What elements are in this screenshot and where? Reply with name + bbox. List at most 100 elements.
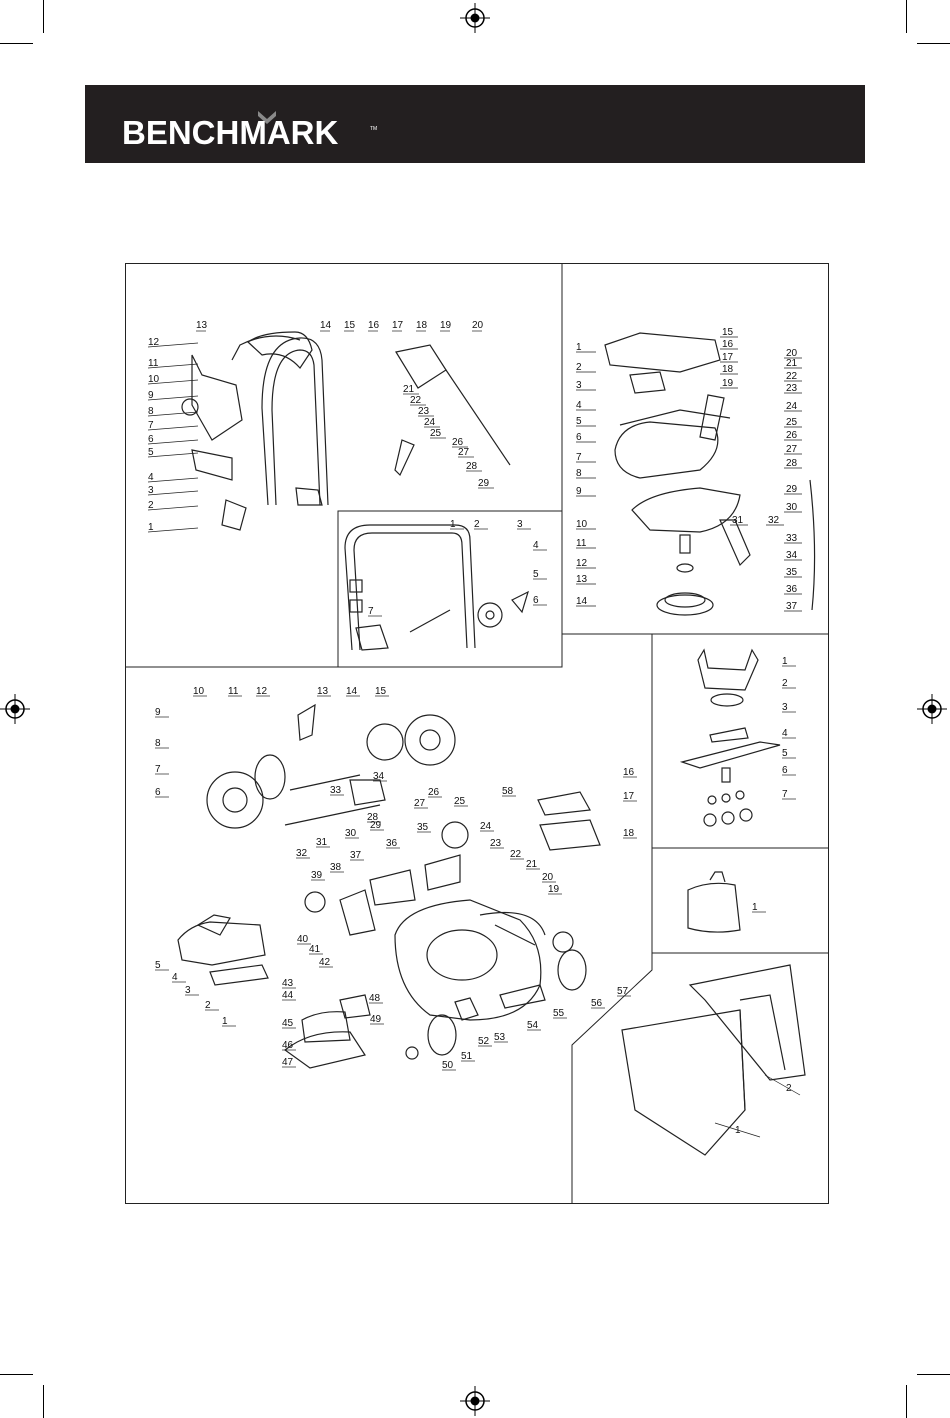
handle-exploded-callout: 23 bbox=[418, 406, 430, 417]
motor-housing-callout: 4 bbox=[576, 400, 582, 411]
handle-exploded-callout: 11 bbox=[148, 358, 159, 369]
motor-housing-callout: 37 bbox=[786, 601, 798, 612]
motor-housing-callout: 29 bbox=[786, 484, 798, 495]
deck-exploded-callout: 58 bbox=[502, 786, 514, 797]
deck-exploded-callout: 1 bbox=[222, 1016, 228, 1027]
blade-assembly-callout: 4 bbox=[782, 728, 788, 739]
deck-exploded-callout: 23 bbox=[490, 838, 502, 849]
handle-exploded-leader-line bbox=[147, 363, 199, 369]
deck-exploded-callout: 13 bbox=[317, 686, 329, 697]
deck-exploded-callout: 54 bbox=[527, 1020, 539, 1031]
handle-exploded-leader-line bbox=[147, 490, 199, 496]
handle-exploded-leader-line bbox=[147, 477, 199, 483]
deck-exploded-callout: 18 bbox=[623, 828, 635, 839]
deck-exploded-callout: 2 bbox=[205, 1000, 211, 1011]
deck-exploded-callout: 52 bbox=[478, 1036, 490, 1047]
blade-assembly-callout: 6 bbox=[782, 765, 788, 776]
crop-mark-icon bbox=[906, 0, 907, 33]
crop-mark-icon bbox=[43, 0, 44, 33]
deck-exploded-callout: 41 bbox=[309, 944, 321, 955]
motor-housing-callout: 7 bbox=[576, 452, 582, 463]
grass-bag-leader-line bbox=[764, 1074, 801, 1096]
motor-housing-callout: 24 bbox=[786, 401, 798, 412]
blade-assembly-callout: 5 bbox=[782, 748, 788, 759]
handle-exploded-drawing bbox=[181, 331, 511, 531]
handle-folded-callout: 7 bbox=[368, 606, 374, 617]
deck-exploded-callout: 48 bbox=[369, 993, 381, 1004]
deck-exploded-callout: 16 bbox=[623, 767, 635, 778]
handle-exploded-callout: 20 bbox=[472, 320, 484, 331]
handle-exploded-callout: 25 bbox=[430, 428, 442, 439]
mulch-plug-drawing bbox=[687, 871, 741, 933]
handle-folded-callout: 4 bbox=[533, 540, 539, 551]
deck-exploded-callout: 36 bbox=[386, 838, 398, 849]
handle-exploded-callout: 3 bbox=[148, 485, 154, 496]
brand-name: BENCHMARK bbox=[122, 114, 338, 148]
deck-exploded-drawing bbox=[177, 703, 601, 1069]
motor-housing-callout: 17 bbox=[722, 352, 734, 363]
deck-exploded-callout: 32 bbox=[296, 848, 308, 859]
motor-housing-callout: 27 bbox=[786, 444, 798, 455]
header-banner bbox=[85, 85, 865, 163]
brand-tm: TM bbox=[370, 126, 377, 132]
deck-exploded-callout: 42 bbox=[319, 957, 331, 968]
motor-housing-callout: 34 bbox=[786, 550, 798, 561]
handle-exploded-leader-line bbox=[147, 505, 199, 511]
deck-exploded-callout: 37 bbox=[350, 850, 362, 861]
deck-exploded-callout: 4 bbox=[172, 972, 178, 983]
motor-housing-callout: 6 bbox=[576, 432, 582, 443]
handle-exploded-callout: 14 bbox=[320, 320, 332, 331]
motor-housing-callout: 16 bbox=[722, 339, 734, 350]
handle-exploded-callout: 5 bbox=[148, 447, 154, 458]
handle-exploded-callout: 26 bbox=[452, 437, 464, 448]
registration-mark-icon bbox=[0, 694, 30, 724]
registration-mark-icon bbox=[917, 694, 947, 724]
deck-exploded-callout: 50 bbox=[442, 1060, 454, 1071]
deck-exploded-callout: 11 bbox=[228, 686, 239, 697]
motor-housing-callout: 9 bbox=[576, 486, 582, 497]
deck-exploded-callout: 51 bbox=[461, 1051, 473, 1062]
deck-exploded-callout: 46 bbox=[282, 1040, 294, 1051]
deck-exploded-callout: 45 bbox=[282, 1018, 294, 1029]
deck-exploded-callout: 29 bbox=[370, 820, 382, 831]
motor-housing-callout: 20 bbox=[786, 348, 798, 359]
deck-exploded-callout: 44 bbox=[282, 990, 294, 1001]
blade-assembly-callout: 3 bbox=[782, 702, 788, 713]
deck-exploded-callout: 3 bbox=[185, 985, 191, 996]
deck-exploded-callout: 19 bbox=[548, 884, 560, 895]
handle-exploded-callout: 4 bbox=[148, 472, 154, 483]
handle-exploded-leader-line bbox=[147, 439, 199, 445]
handle-folded-callout: 6 bbox=[533, 595, 539, 606]
handle-exploded-callout: 9 bbox=[148, 390, 154, 401]
deck-exploded-callout: 20 bbox=[542, 872, 554, 883]
crop-mark-icon bbox=[0, 1374, 33, 1375]
motor-housing-callout: 25 bbox=[786, 417, 798, 428]
motor-housing-callout: 19 bbox=[722, 378, 734, 389]
deck-exploded-callout: 57 bbox=[617, 986, 629, 997]
grass-bag-drawing bbox=[621, 964, 806, 1156]
motor-housing-callout: 23 bbox=[786, 383, 798, 394]
motor-housing-callout: 13 bbox=[576, 574, 588, 585]
handle-exploded-leader-line bbox=[147, 411, 199, 417]
deck-exploded-callout: 7 bbox=[155, 764, 161, 775]
handle-exploded-callout: 10 bbox=[148, 374, 160, 385]
motor-housing-callout: 3 bbox=[576, 380, 582, 391]
deck-exploded-callout: 22 bbox=[510, 849, 522, 860]
deck-exploded-callout: 10 bbox=[193, 686, 205, 697]
handle-exploded-callout: 7 bbox=[148, 420, 154, 431]
handle-exploded-callout: 15 bbox=[344, 320, 356, 331]
motor-housing-callout: 35 bbox=[786, 567, 798, 578]
handle-exploded-callout: 16 bbox=[368, 320, 380, 331]
crop-mark-icon bbox=[917, 43, 950, 44]
handle-exploded-leader-line bbox=[147, 527, 199, 533]
grass-bag-leader-line bbox=[714, 1122, 761, 1138]
handle-exploded-callout: 12 bbox=[148, 337, 160, 348]
deck-exploded-callout: 12 bbox=[256, 686, 268, 697]
brand-logo: BENCHMARK TM bbox=[122, 111, 377, 148]
motor-housing-callout: 5 bbox=[576, 416, 582, 427]
handle-exploded-leader-line bbox=[147, 379, 199, 385]
motor-housing-callout: 21 bbox=[786, 358, 798, 369]
handle-exploded-callout: 19 bbox=[440, 320, 452, 331]
deck-exploded-callout: 21 bbox=[526, 859, 538, 870]
